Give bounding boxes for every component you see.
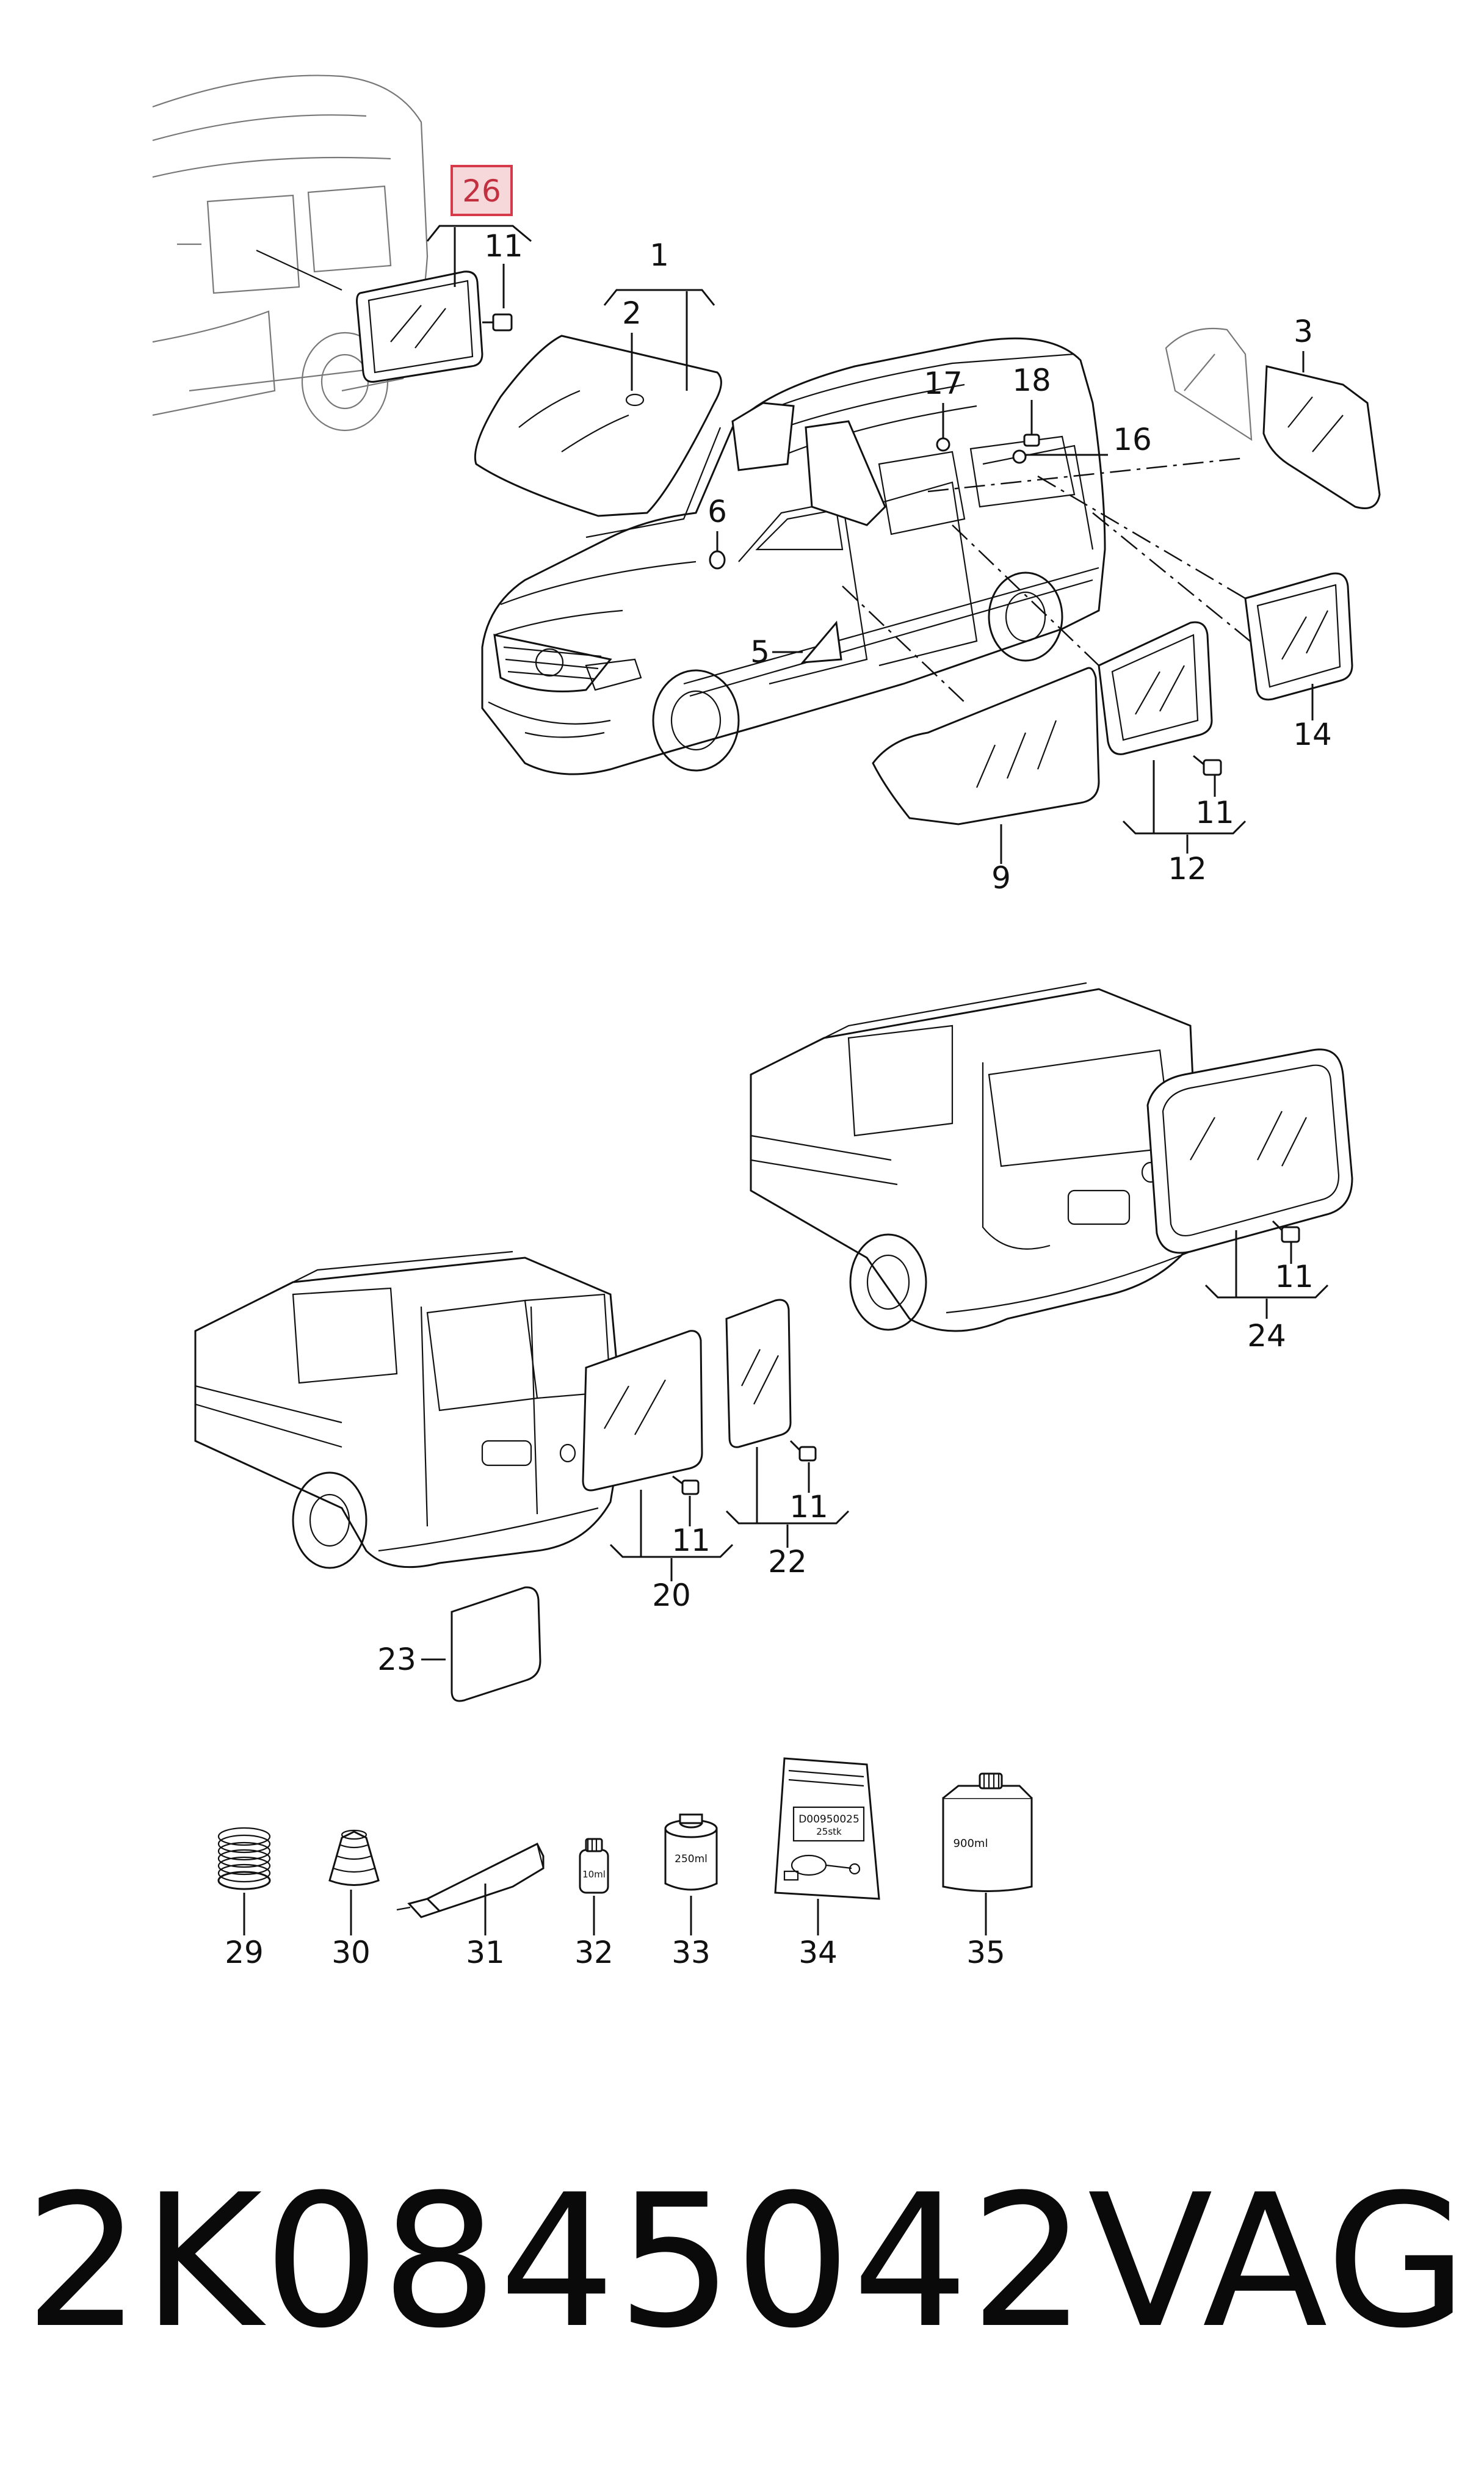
- callout-5: 5: [750, 634, 770, 670]
- callout-1: 1: [650, 238, 669, 273]
- callout-14: 14: [1293, 717, 1332, 752]
- bolt-11-glass-12: [1193, 755, 1222, 776]
- rear-door-glass-26: [356, 270, 483, 383]
- callout-17: 17: [924, 366, 963, 401]
- callout-35: 35: [966, 1935, 1005, 1970]
- callout-6: 6: [708, 494, 727, 529]
- label-10ml: 10ml: [582, 1869, 606, 1880]
- callout-34: 34: [798, 1935, 838, 1970]
- door-glass-front: [731, 402, 886, 526]
- primer-can-33: 250ml: [664, 1813, 718, 1891]
- callout-31: 31: [466, 1935, 505, 1970]
- mirror-stud-6: [709, 550, 726, 570]
- footer: 2K0845042 VAG: [24, 2155, 1468, 2368]
- callout-22: 22: [768, 1544, 807, 1579]
- highlight-box-26: [451, 165, 513, 216]
- quarter-glass-5: [800, 620, 842, 664]
- callout-18: 18: [1012, 363, 1051, 398]
- callout-12: 12: [1168, 851, 1207, 887]
- small-glass-23: [451, 1586, 541, 1702]
- callout-11-glass-20: 11: [671, 1523, 711, 1558]
- callout-24: 24: [1247, 1318, 1286, 1354]
- label-250ml: 250ml: [675, 1853, 708, 1865]
- callout-11-glass-22: 11: [789, 1489, 828, 1525]
- quarter-glass-3: [1165, 327, 1381, 509]
- callout-30: 30: [331, 1935, 371, 1970]
- seal-coil-29: [217, 1827, 271, 1890]
- label-bag-line2: 25stk: [816, 1826, 842, 1837]
- bolt-11-tailgate: [1272, 1220, 1300, 1243]
- primer-bottle-32: 10ml: [579, 1838, 609, 1894]
- clip-17: [936, 437, 950, 452]
- label-bag-line1: D00950025: [798, 1813, 860, 1826]
- callout-11-tailgate: 11: [1275, 1259, 1314, 1294]
- clip-16: [1012, 449, 1027, 464]
- side-glass-14: [1244, 572, 1353, 701]
- callout-9: 9: [991, 860, 1011, 896]
- callout-16: 16: [1113, 422, 1152, 457]
- rear-van-middle: [750, 982, 1198, 1332]
- bolt-11-top-left: [482, 313, 513, 332]
- callout-2: 2: [622, 296, 642, 331]
- brand: VAG: [1087, 2155, 1469, 2368]
- side-glass-12: [1098, 621, 1213, 755]
- callout-33: 33: [671, 1935, 711, 1970]
- cleaner-canister-35: 900ml: [942, 1772, 1033, 1892]
- bolt-11-glass-20: [672, 1475, 700, 1495]
- callout-11-glass-12: 11: [1195, 795, 1234, 830]
- clip-bag-34: D00950025 25stk: [774, 1757, 880, 1900]
- bolt-18: [1023, 433, 1040, 447]
- callout-32: 32: [574, 1935, 614, 1970]
- callout-23: 23: [377, 1642, 416, 1677]
- tailgate-glass-24: [1146, 1048, 1353, 1254]
- barn-door-glass-22: [725, 1299, 792, 1448]
- windshield-glass-2: [474, 335, 722, 517]
- callout-11-top-left: 11: [484, 228, 523, 264]
- part-number: 2K0845042: [24, 2155, 1088, 2368]
- callout-26: 26: [462, 173, 501, 209]
- barn-door-van: [194, 1250, 624, 1569]
- callout-29: 29: [225, 1935, 264, 1970]
- label-900ml: 900ml: [954, 1837, 988, 1850]
- side-glass-9: [872, 667, 1100, 825]
- callout-3: 3: [1294, 314, 1313, 349]
- adhesive-tube-31: [396, 1842, 545, 1918]
- callout-20: 20: [652, 1578, 691, 1613]
- bolt-11-glass-22: [789, 1440, 817, 1462]
- tape-cone-30: [328, 1829, 380, 1886]
- barn-door-glass-20: [582, 1330, 703, 1492]
